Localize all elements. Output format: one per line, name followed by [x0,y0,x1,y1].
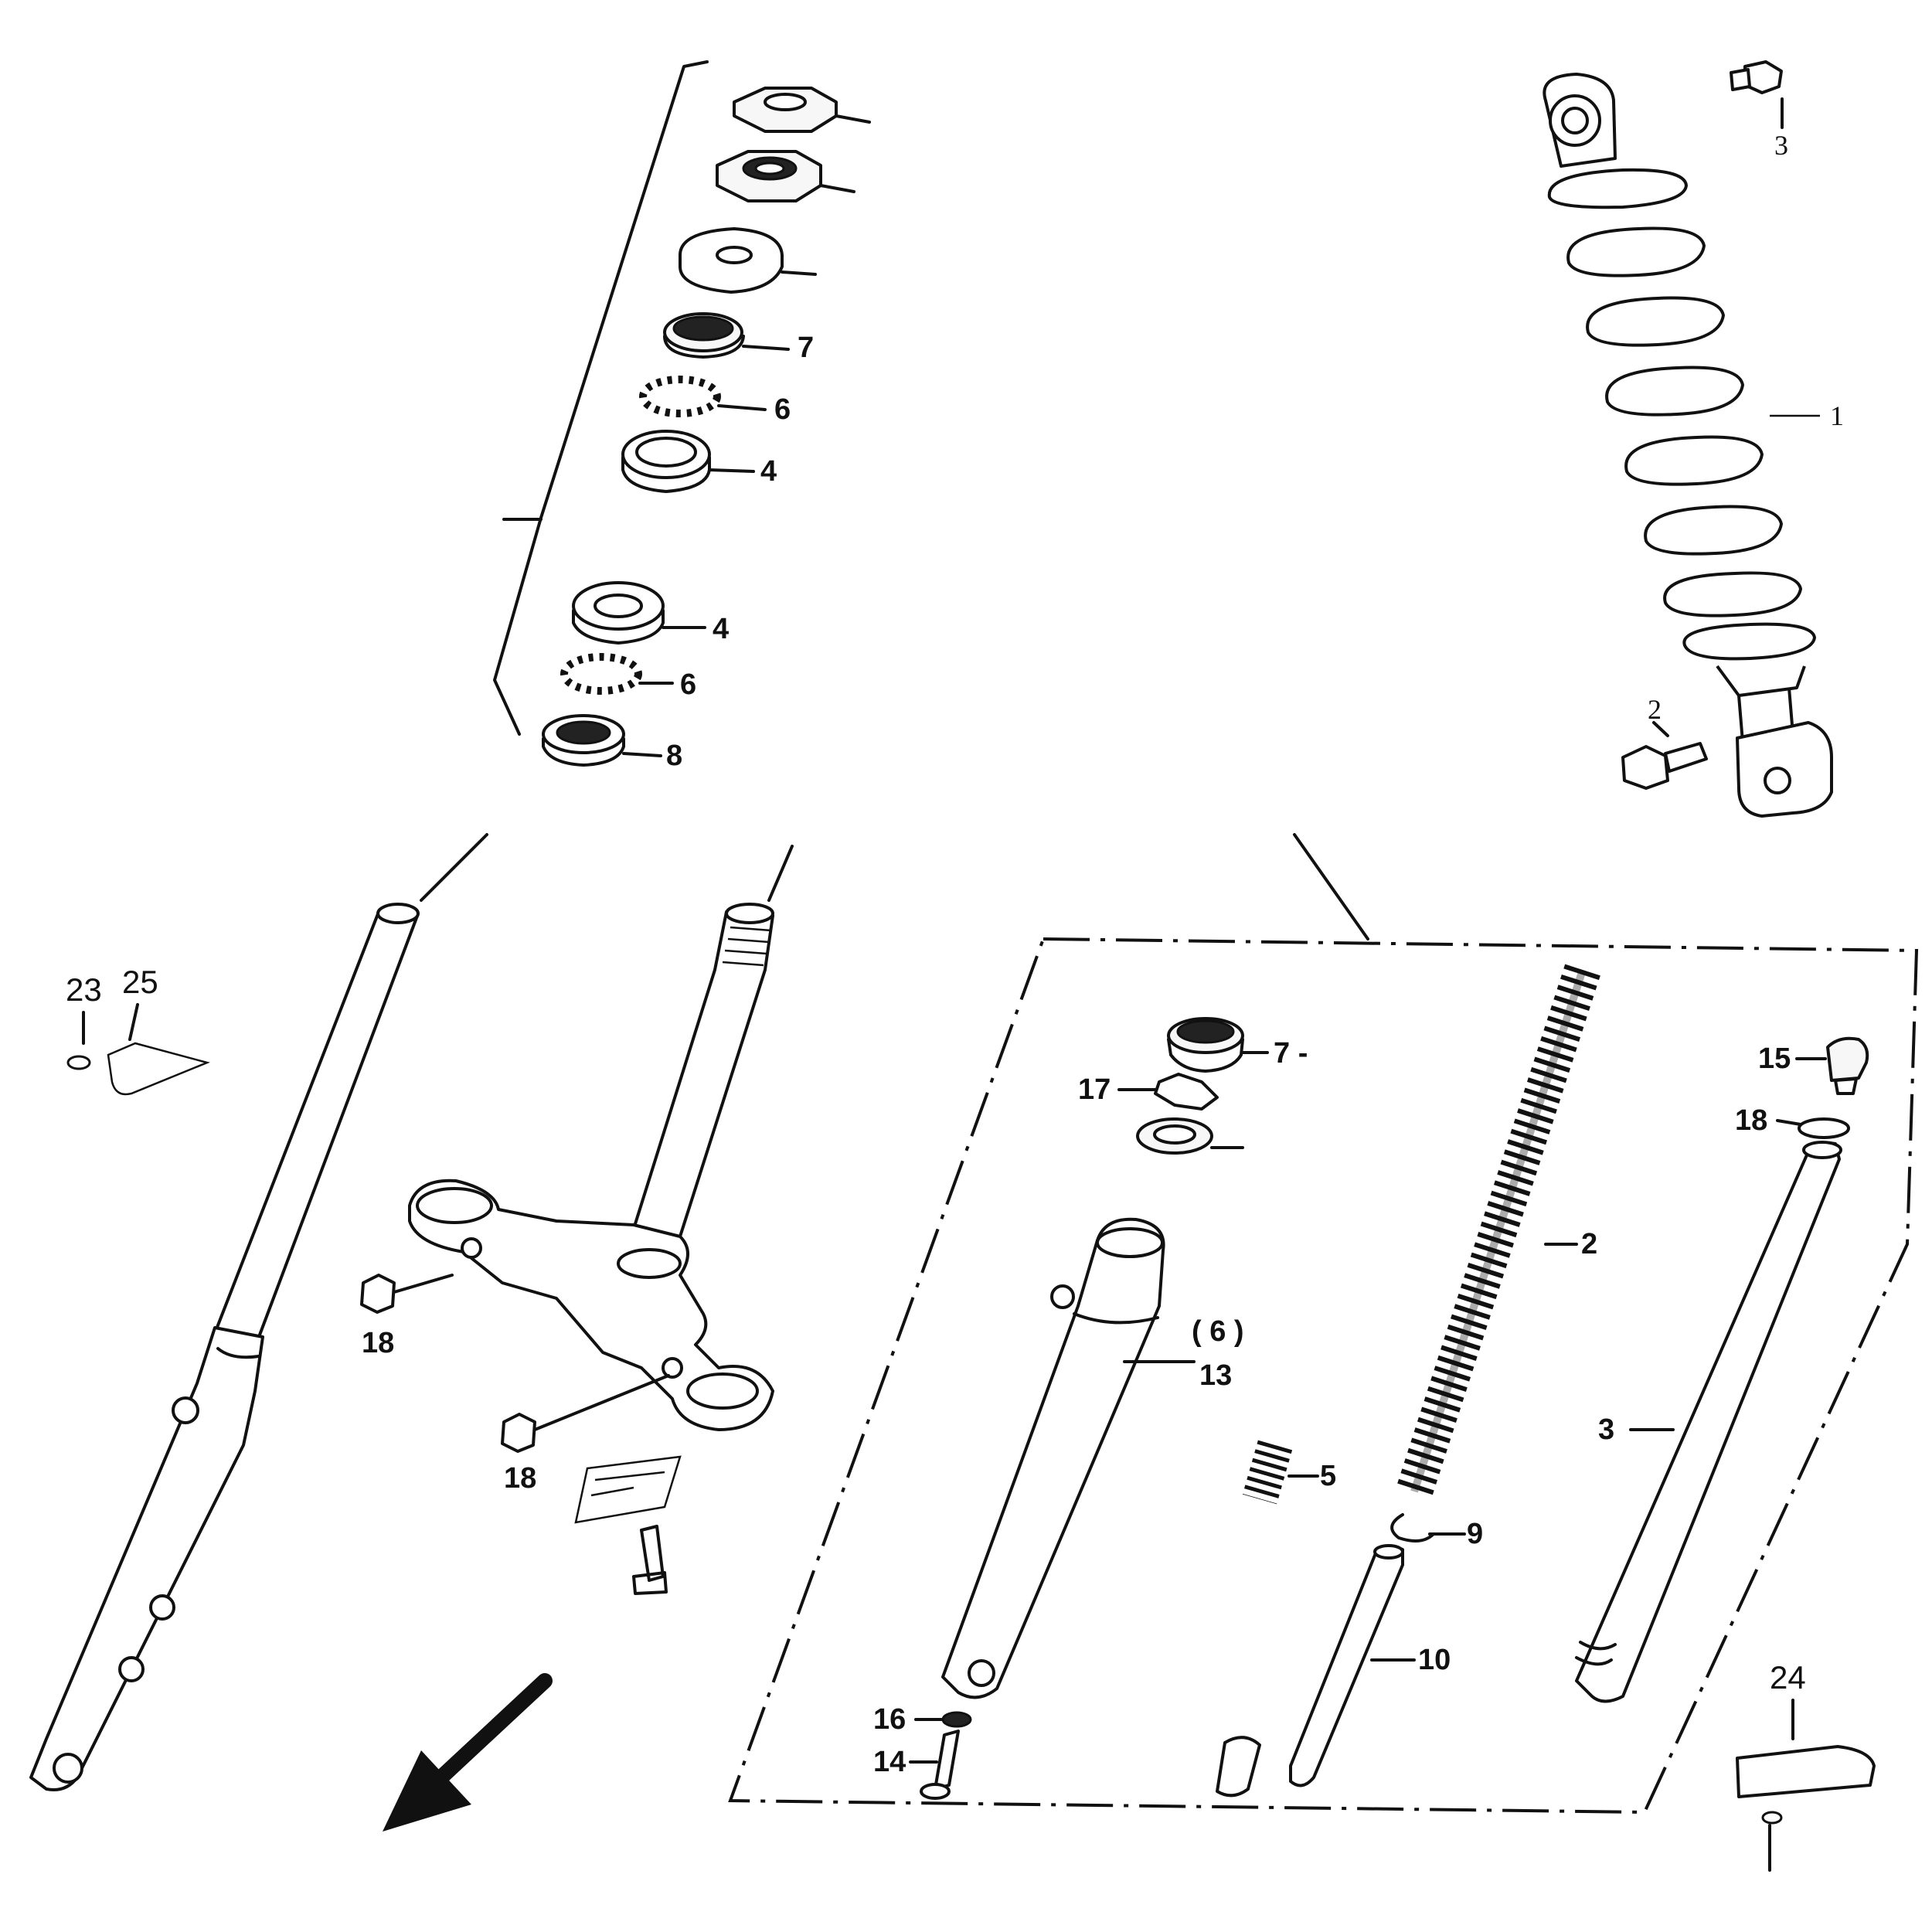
label-slider-note: ( 6 ) [1192,1315,1244,1348]
label-bracket-right: 24 [1770,1659,1806,1696]
label-pinch-bolt-lower: 18 [504,1462,536,1495]
rebound-spring: 5 [1242,1440,1336,1505]
upper-ball-cage: 6 [639,376,791,426]
lower-ball-cage: 6 [560,653,696,701]
upper-race: 4 [621,430,777,493]
stem-bracket-bolt [632,1525,668,1595]
oil-lock-piece [1216,1736,1261,1798]
shock-spring [1547,168,1816,661]
label-pinch-bolt-upper: 18 [362,1327,394,1359]
fork-inner-tube-detail: 3 [1575,1141,1842,1703]
triple-clamp: 18 18 [360,845,794,1595]
top-washer [679,227,817,294]
label-socket-bolt: 14 [873,1746,906,1778]
label-bolt-washer: 16 [873,1703,906,1736]
pinch-bolt-lower: 18 [501,1374,670,1495]
label-slider: 13 [1199,1359,1232,1392]
label-piston-ring: 9 [1467,1518,1483,1550]
steering-stem [632,910,774,1238]
fork-internals-panel: 7 - 17 ( 6 ) 13 [728,833,1919,1815]
bracket-line [493,60,709,736]
upper-ring: 7 [663,312,814,364]
left-fork-leg [29,833,488,1791]
fork-inner-tube [215,910,419,1338]
dust-seal: 7 - [1167,1017,1308,1073]
label-upper-bolt: 3 [1774,130,1788,161]
fork-cap-bolt: 15 [1758,1036,1869,1095]
label-bracket-left: 25 [122,964,158,1000]
label-fork-top-washer: 18 [1735,1104,1767,1137]
label-upper-ball-cage: 6 [774,393,791,426]
label-lower-ring: 8 [666,740,682,772]
stem-bracket [574,1455,682,1524]
label-damper-rod: 10 [1418,1644,1451,1676]
piston-ring: 9 [1390,1513,1483,1550]
lower-race: 4 [572,581,729,645]
label-upper-ring: 7 [798,332,814,364]
pinch-bolt-upper: 18 [360,1274,454,1359]
fork-outer-slider [29,1326,264,1791]
shock-lower-bolt: 2 [1621,694,1708,790]
lower-ring: 8 [542,714,682,772]
label-dust-seal: 7 - [1274,1037,1308,1070]
label-fork-spring: 2 [1581,1228,1597,1260]
fork-leader-line [420,833,488,902]
label-bracket-screw-left: 23 [66,971,102,1008]
fork-top-washer: 18 [1735,1104,1850,1139]
top-nut [733,87,871,133]
fork-spring: 2 [1396,964,1600,1498]
bracket-left-shape [107,1042,210,1096]
shock-upper-bolt: 3 [1730,60,1788,161]
front-direction-arrow [383,1673,553,1832]
label-lower-ball-cage: 6 [680,668,696,701]
rear-shock-group: 1 3 2 [1543,60,1844,818]
label-lower-bolt: 2 [1648,694,1662,725]
label-oil-seal-clip: 17 [1078,1073,1111,1106]
label-rebound-spring: 5 [1320,1460,1336,1492]
lock-nut [716,150,855,202]
oil-seal [1136,1117,1244,1155]
left-bracket-group: 23 25 [66,964,210,1096]
fork-slider: ( 6 ) 13 [941,1217,1244,1699]
oil-seal-clip: 17 [1078,1073,1219,1111]
bracket-right-shape [1736,1745,1876,1798]
right-bracket-group: 24 [1736,1659,1876,1872]
label-lower-race: 4 [713,613,729,645]
bolt-washer: 16 [873,1703,972,1736]
label-inner-tube: 3 [1598,1413,1614,1446]
label-cap-bolt: 15 [1758,1043,1791,1075]
label-shock: 1 [1830,400,1844,431]
label-upper-race: 4 [760,455,777,488]
steering-bearing-group: 7 6 4 4 6 [493,60,871,772]
damper-rod: 10 [1289,1544,1451,1787]
socket-bolt: 14 [873,1730,960,1800]
panel-outline [728,937,1919,1815]
